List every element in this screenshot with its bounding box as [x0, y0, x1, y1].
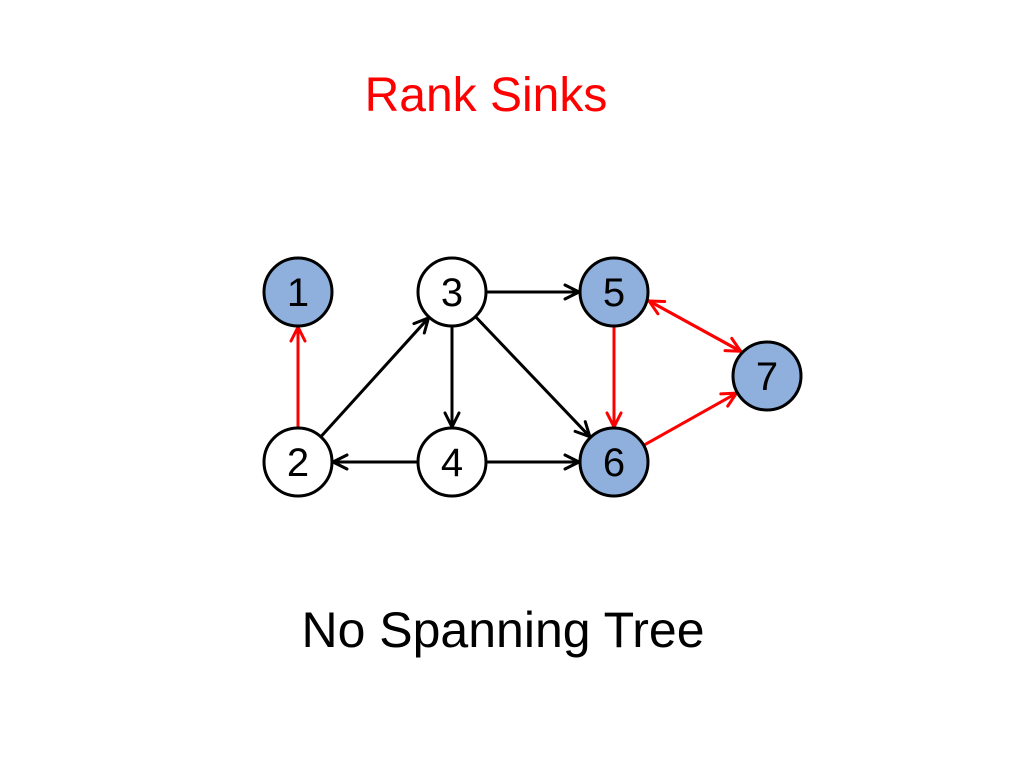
node-label: 4	[441, 441, 463, 485]
node-5: 5	[578, 256, 650, 328]
edge-5-to-6	[605, 324, 623, 429]
slide-title: Rank Sinks	[364, 69, 608, 122]
edge-3-to-6	[473, 315, 592, 439]
node-circle	[416, 426, 488, 498]
slide-caption: No Spanning Tree	[301, 602, 705, 658]
graph-nodes: 1 2 3 4 5 6 7	[262, 256, 803, 498]
node-label: 2	[287, 441, 309, 485]
node-circle	[416, 256, 488, 328]
node-circle	[578, 426, 650, 498]
edge-3-to-5	[484, 283, 581, 301]
node-circle	[262, 426, 334, 498]
node-7: 7	[731, 340, 803, 412]
node-circle	[262, 256, 334, 328]
node-6: 6	[578, 426, 650, 498]
node-4: 4	[416, 426, 488, 498]
edge-6-to-7	[642, 391, 738, 447]
node-label: 7	[756, 355, 778, 399]
graph-edges	[289, 283, 744, 471]
node-label: 3	[441, 271, 463, 315]
node-1: 1	[262, 256, 334, 328]
edge-2-to-1	[289, 325, 307, 430]
node-label: 6	[603, 441, 625, 485]
edge-4-to-2	[331, 453, 420, 471]
node-3: 3	[416, 256, 488, 328]
edge-3-to-4	[443, 324, 461, 429]
node-label: 5	[603, 271, 625, 315]
node-label: 1	[287, 271, 309, 315]
edge-7-to-5	[647, 299, 744, 354]
edge-4-to-6	[484, 453, 581, 471]
node-circle	[731, 340, 803, 412]
node-circle	[578, 256, 650, 328]
node-2: 2	[262, 426, 334, 498]
edge-2-to-3	[319, 316, 431, 439]
